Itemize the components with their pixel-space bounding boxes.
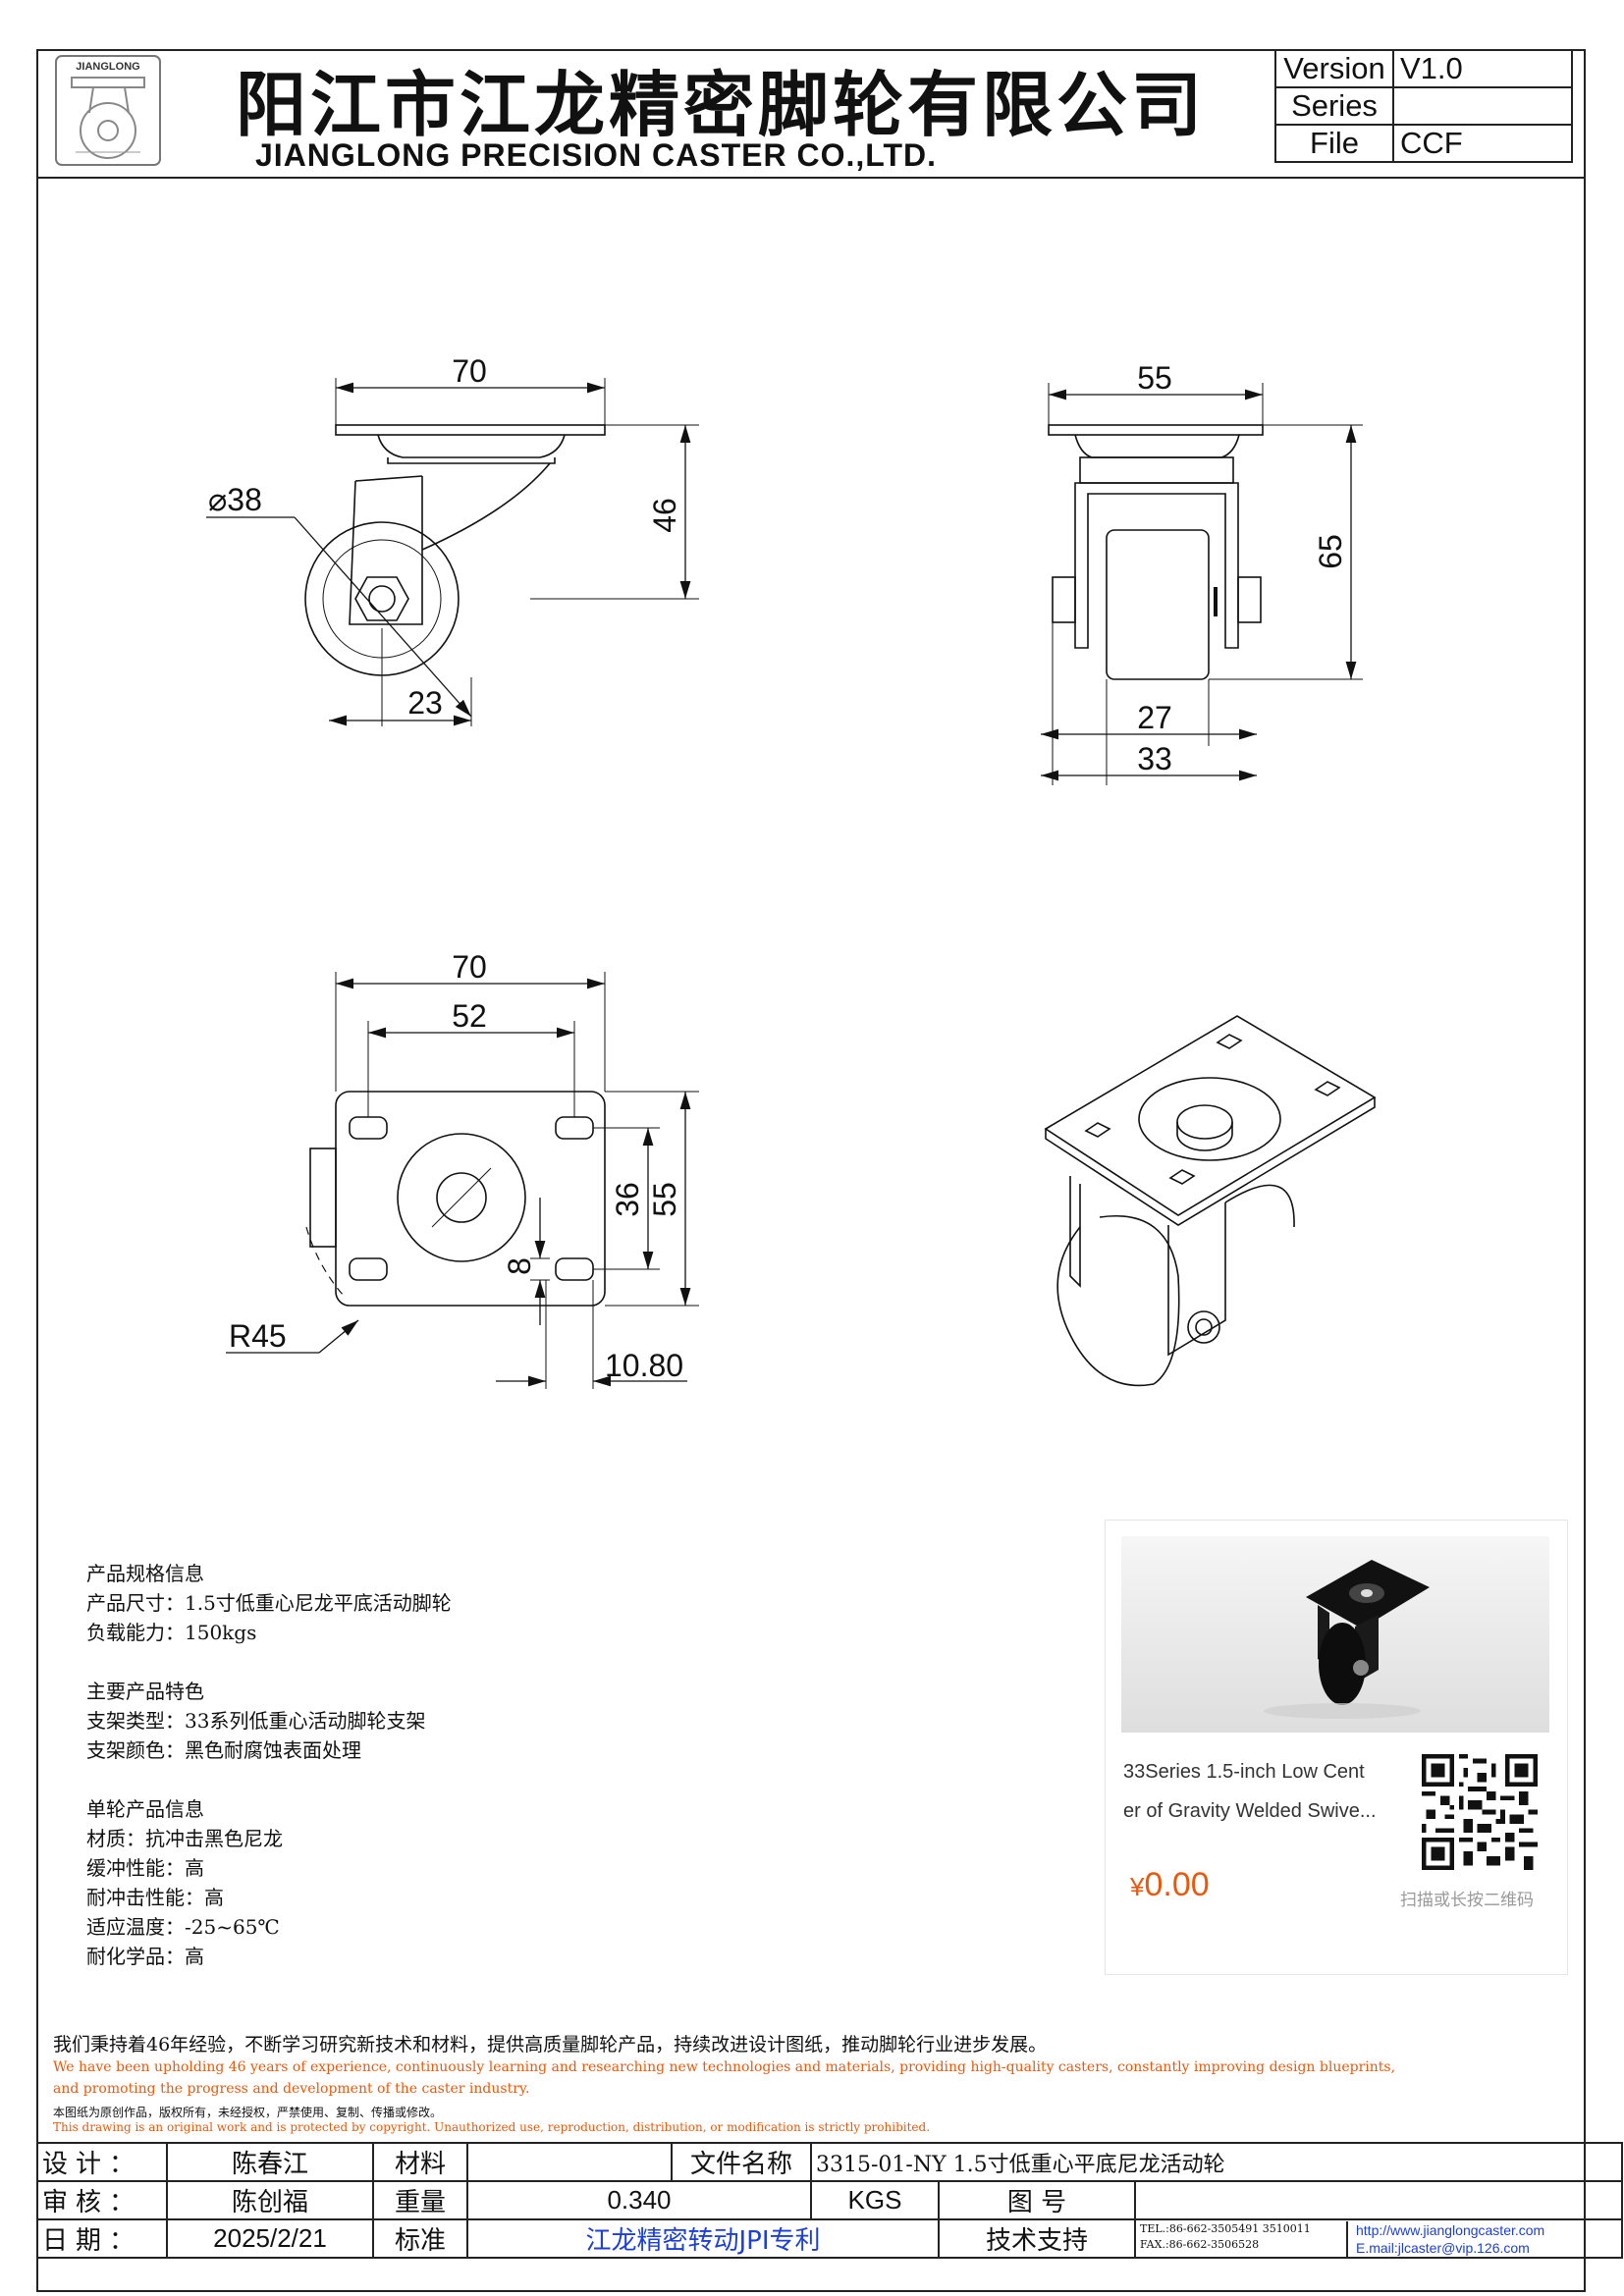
material-value (466, 2142, 673, 2182)
filename-value: 3315-01-NY 1.5寸低重心平底尼龙活动轮 (810, 2142, 1623, 2182)
dim-slot: 8 (502, 1257, 537, 1275)
dim-top-width: 70 (452, 949, 487, 985)
series-row: Series (1274, 86, 1573, 126)
spec-heading: 单轮产品信息 (86, 1797, 204, 1821)
dim-hole-span-x: 52 (452, 998, 487, 1034)
qr-hint: 扫描或长按二维码 (1400, 1891, 1534, 1910)
product-card-title[interactable]: 33Series 1.5-inch Low Cent er of Gravity… (1123, 1752, 1408, 1831)
top-view (226, 972, 699, 1389)
review-value: 陈创福 (166, 2180, 374, 2220)
email-link[interactable]: E.mail:jlcaster@vip.126.com (1356, 2239, 1530, 2256)
product-card[interactable]: 33Series 1.5-inch Low Cent er of Gravity… (1105, 1520, 1568, 1975)
copyright-en: This drawing is an original work and is … (53, 2120, 931, 2134)
series-value (1392, 86, 1573, 126)
spec-line: 支架颜色：黑色耐腐蚀表面处理 (86, 1738, 361, 1762)
standard-value: 江龙精密转动JPI专利 (466, 2218, 940, 2259)
contact-cell: TEL.:86-662-3505491 3510011 FAX.:86-662-… (1134, 2218, 1623, 2259)
dim-side-height: 46 (647, 498, 682, 533)
spec-heading: 主要产品特色 (86, 1680, 204, 1703)
version-table: Version V1.0 Series File CCF (1274, 49, 1573, 163)
company-name-en: JIANGLONG PRECISION CASTER CO.,LTD. (255, 137, 937, 173)
notice-cn: 我们秉持着46年经验，不断学习研究新技术和材料，提供高质量脚轮产品，持续改进设计… (53, 2034, 1048, 2056)
spec-line: 支架类型：33系列低重心活动脚轮支架 (86, 1709, 426, 1733)
product-title-line: er of Gravity Welded Swive... (1123, 1800, 1377, 1822)
notice-en-line: and promoting the progress and developme… (53, 2081, 530, 2097)
technical-drawing: 70 46 ⌀38 23 55 65 27 33 70 52 36 55 8 R… (206, 353, 1377, 1389)
review-label: 审核： (36, 2180, 168, 2220)
dim-hole-span-y: 36 (610, 1182, 645, 1217)
file-value: CCF (1392, 124, 1573, 163)
svg-text:JIANGLONG: JIANGLONG (76, 61, 139, 73)
fax-text: FAX.:86-662-3506528 (1140, 2237, 1260, 2251)
price-symbol: ¥ (1130, 1872, 1145, 1901)
standard-label: 标准 (372, 2218, 468, 2259)
isometric-view (1044, 1015, 1377, 1387)
design-label: 设计： (36, 2142, 168, 2182)
drawing-no-label: 图 号 (938, 2180, 1136, 2220)
weight-unit: KGS (810, 2180, 940, 2220)
tel-text: TEL.:86-662-3505491 3510011 (1140, 2221, 1311, 2235)
series-label: Series (1274, 86, 1394, 126)
version-value: V1.0 (1392, 49, 1573, 88)
dim-side-width: 70 (452, 353, 487, 389)
dim-slot-offset: 10.80 (605, 1348, 683, 1383)
company-notice: 我们秉持着46年经验，不断学习研究新技术和材料，提供高质量脚轮产品，持续改进设计… (53, 2030, 1585, 2134)
title-block-row: 审核： 陈创福 重量 0.340 KGS 图 号 (36, 2180, 1623, 2220)
dim-total-width: 33 (1137, 741, 1172, 776)
support-label: 技术支持 (938, 2218, 1136, 2259)
drawing-no-value (1134, 2180, 1623, 2220)
material-label: 材料 (372, 2142, 468, 2182)
product-specs: 产品规格信息 产品尺寸：1.5寸低重心尼龙平底活动脚轮 负载能力：150kgs … (86, 1559, 452, 1971)
dim-front-width: 55 (1137, 360, 1172, 396)
dim-side-offset: 23 (407, 685, 443, 721)
title-block: 设计： 陈春江 材料 文件名称 3315-01-NY 1.5寸低重心平底尼龙活动… (36, 2142, 1623, 2259)
spec-line: 耐化学品：高 (86, 1945, 204, 1968)
product-photo (1121, 1536, 1549, 1733)
copyright-cn: 本图纸为原创作品，版权所有，未经授权，严禁使用、复制、传播或修改。 (53, 2106, 443, 2119)
dim-wheel-dia: ⌀38 (208, 482, 262, 517)
qr-code[interactable] (1422, 1754, 1538, 1870)
notice-en-line: We have been upholding 46 years of exper… (53, 2059, 1396, 2075)
price-value: 0.00 (1144, 1866, 1210, 1903)
date-label: 日期： (36, 2218, 168, 2259)
file-label: File (1274, 124, 1394, 163)
spec-line: 适应温度：-25~65℃ (86, 1915, 280, 1939)
company-logo: JIANGLONG (55, 55, 161, 166)
dim-top-height: 55 (647, 1182, 682, 1217)
date-value: 2025/2/21 (166, 2218, 374, 2259)
spec-line: 材质：抗冲击黑色尼龙 (86, 1827, 283, 1850)
product-price: ¥0.00 (1130, 1866, 1210, 1904)
weight-value: 0.340 (466, 2180, 812, 2220)
spec-line: 缓冲性能：高 (86, 1856, 204, 1880)
design-value: 陈春江 (166, 2142, 374, 2182)
drawing-frame (36, 49, 1586, 2292)
company-name-cn: 阳江市江龙精密脚轮有限公司 (236, 64, 1207, 146)
filename-label: 文件名称 (671, 2142, 812, 2182)
spec-line: 负载能力：150kgs (86, 1621, 257, 1644)
dim-radius: R45 (229, 1318, 287, 1354)
title-block-row: 日期： 2025/2/21 标准 江龙精密转动JPI专利 技术支持 TEL.:8… (36, 2218, 1623, 2259)
spec-heading: 产品规格信息 (86, 1562, 204, 1585)
spec-line: 耐冲击性能：高 (86, 1886, 224, 1909)
side-view (206, 378, 699, 726)
weight-label: 重量 (372, 2180, 468, 2220)
dim-front-height: 65 (1313, 534, 1348, 569)
title-block-row: 设计： 陈春江 材料 文件名称 3315-01-NY 1.5寸低重心平底尼龙活动… (36, 2142, 1623, 2182)
spec-line: 产品尺寸：1.5寸低重心尼龙平底活动脚轮 (86, 1591, 452, 1615)
dim-wheel-width: 27 (1137, 700, 1172, 735)
front-view (1041, 383, 1363, 785)
header-divider (36, 177, 1586, 179)
version-label: Version (1274, 49, 1394, 88)
version-row: Version V1.0 (1274, 49, 1573, 88)
file-row: File CCF (1274, 124, 1573, 163)
product-title-line: 33Series 1.5-inch Low Cent (1123, 1761, 1365, 1783)
website-link[interactable]: http://www.jianglongcaster.com (1356, 2221, 1545, 2238)
